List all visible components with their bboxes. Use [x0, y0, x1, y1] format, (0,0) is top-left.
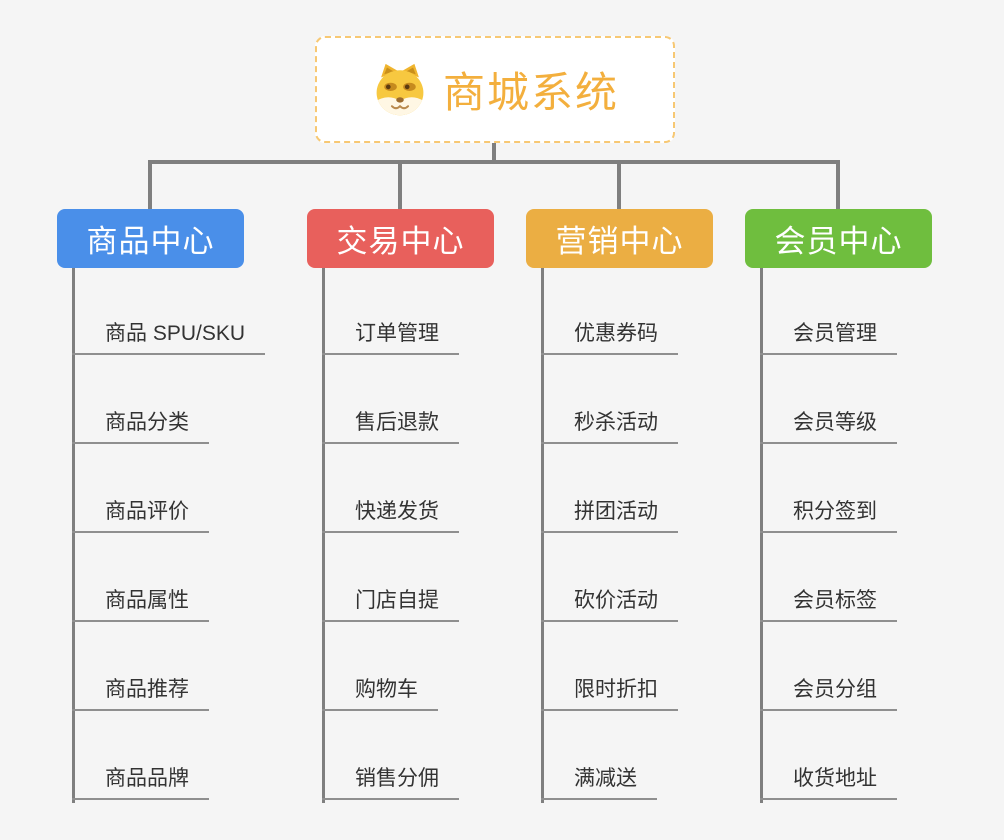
spine-product [72, 267, 75, 803]
leaf-node[interactable]: 会员分组 [760, 669, 897, 711]
leaf-node[interactable]: 商品分类 [72, 402, 209, 444]
leaf-node[interactable]: 秒杀活动 [541, 402, 678, 444]
leaf-node[interactable]: 商品 SPU/SKU [72, 313, 266, 355]
leaf-node[interactable]: 收货地址 [760, 758, 897, 800]
leaf-node[interactable]: 满减送 [541, 758, 657, 800]
leaf-node[interactable]: 销售分佣 [322, 758, 459, 800]
root-node[interactable]: 商城系统 [315, 36, 675, 143]
branch-label: 交易中心 [336, 224, 465, 259]
leaf-node[interactable]: 会员等级 [760, 402, 897, 444]
leaf-node[interactable]: 商品属性 [72, 580, 209, 622]
leaf-node[interactable]: 积分签到 [760, 491, 897, 533]
branch-node-product-center[interactable]: 商品中心 [57, 209, 244, 268]
branch-node-trade-center[interactable]: 交易中心 [307, 209, 494, 268]
connector-drop-product [148, 160, 152, 210]
spine-member [760, 267, 763, 803]
leaf-node[interactable]: 砍价活动 [541, 580, 678, 622]
connector-drop-marketing [617, 160, 621, 210]
dog-face-icon [376, 63, 424, 115]
leaf-node[interactable]: 限时折扣 [541, 669, 678, 711]
root-title: 商城系统 [442, 69, 619, 116]
branch-label: 会员中心 [774, 224, 903, 259]
branch-label: 营销中心 [555, 224, 684, 259]
leaf-node[interactable]: 拼团活动 [541, 491, 678, 533]
leaf-node[interactable]: 订单管理 [322, 313, 459, 355]
leaf-node[interactable]: 快递发货 [322, 491, 459, 533]
spine-marketing [541, 267, 544, 803]
connector-main-horizontal [148, 160, 840, 164]
leaf-node[interactable]: 会员管理 [760, 313, 897, 355]
leaf-node[interactable]: 商品推荐 [72, 669, 209, 711]
connector-root-stem [492, 142, 496, 162]
connector-drop-trade [398, 160, 402, 210]
leaf-node[interactable]: 购物车 [322, 669, 438, 711]
leaf-node[interactable]: 门店自提 [322, 580, 459, 622]
leaf-node[interactable]: 售后退款 [322, 402, 459, 444]
branch-label: 商品中心 [86, 224, 215, 259]
leaf-node[interactable]: 优惠券码 [541, 313, 678, 355]
leaf-node[interactable]: 会员标签 [760, 580, 897, 622]
leaf-node[interactable]: 商品品牌 [72, 758, 209, 800]
branch-node-marketing-center[interactable]: 营销中心 [526, 209, 713, 268]
branch-node-member-center[interactable]: 会员中心 [745, 209, 932, 268]
connector-drop-member [836, 160, 840, 210]
leaf-node[interactable]: 商品评价 [72, 491, 209, 533]
spine-trade [322, 267, 325, 803]
